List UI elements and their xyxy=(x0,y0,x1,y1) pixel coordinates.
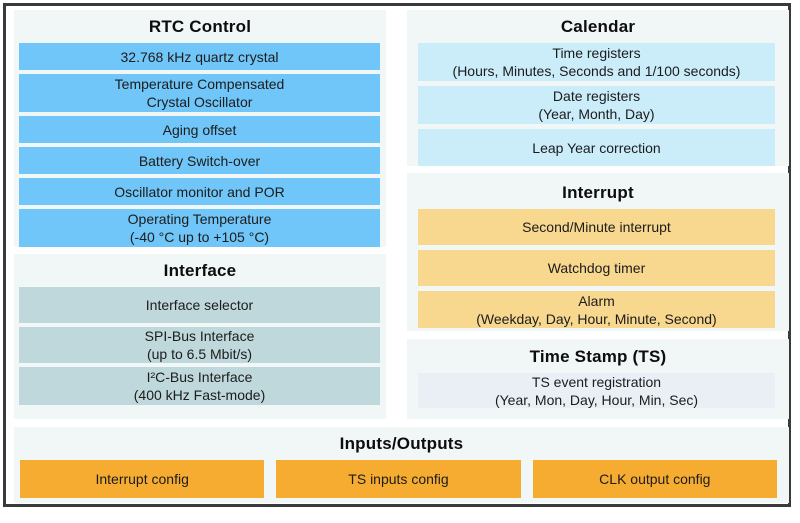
block-date-registers: Date registers (Year, Month, Day) xyxy=(418,86,775,124)
block-leap-year-correction: Leap Year correction xyxy=(418,129,775,166)
block-battery-switchover: Battery Switch-over xyxy=(19,147,380,174)
block-alarm: Alarm (Weekday, Day, Hour, Minute, Secon… xyxy=(418,291,775,328)
section-interface: Interface Interface selector SPI-Bus Int… xyxy=(14,254,386,419)
block-second-minute-interrupt: Second/Minute interrupt xyxy=(418,209,775,245)
block-quartz-crystal: 32.768 kHz quartz crystal xyxy=(19,43,380,70)
block-i2c-bus-interface: I²C-Bus Interface (400 kHz Fast-mode) xyxy=(19,367,380,405)
block-aging-offset: Aging offset xyxy=(19,116,380,143)
section-title-interface: Interface xyxy=(163,261,237,280)
block-watchdog-timer: Watchdog timer xyxy=(418,250,775,286)
section-inputs-outputs: Inputs/Outputs Interrupt config TS input… xyxy=(14,427,789,503)
block-clk-output-config: CLK output config xyxy=(532,460,777,498)
io-row: Interrupt config TS inputs config CLK ou… xyxy=(14,460,789,498)
block-tcxo: Temperature Compensated Crystal Oscillat… xyxy=(19,74,380,112)
block-ts-inputs-config: TS inputs config xyxy=(276,460,521,498)
section-title-inputs-outputs: Inputs/Outputs xyxy=(339,434,464,453)
section-calendar: Calendar Time registers (Hours, Minutes,… xyxy=(407,10,789,166)
block-ts-event-registration: TS event registration (Year, Mon, Day, H… xyxy=(418,373,775,408)
block-time-registers: Time registers (Hours, Minutes, Seconds … xyxy=(418,43,775,81)
block-oscillator-monitor-por: Oscillator monitor and POR xyxy=(19,178,380,205)
section-title-time-stamp: Time Stamp (TS) xyxy=(529,347,667,366)
section-interrupt: Interrupt Second/Minute interrupt Watchd… xyxy=(407,173,789,331)
block-interrupt-config: Interrupt config xyxy=(20,460,265,498)
section-title-calendar: Calendar xyxy=(560,17,636,36)
block-spi-bus-interface: SPI-Bus Interface (up to 6.5 Mbit/s) xyxy=(19,327,380,363)
block-operating-temperature: Operating Temperature (-40 °C up to +105… xyxy=(19,209,380,247)
section-rtc-control: RTC Control 32.768 kHz quartz crystal Te… xyxy=(14,10,386,247)
section-time-stamp: Time Stamp (TS) TS event registration (Y… xyxy=(407,339,789,419)
section-title-interrupt: Interrupt xyxy=(562,183,634,202)
block-interface-selector: Interface selector xyxy=(19,287,380,323)
section-title-rtc-control: RTC Control xyxy=(148,17,252,36)
